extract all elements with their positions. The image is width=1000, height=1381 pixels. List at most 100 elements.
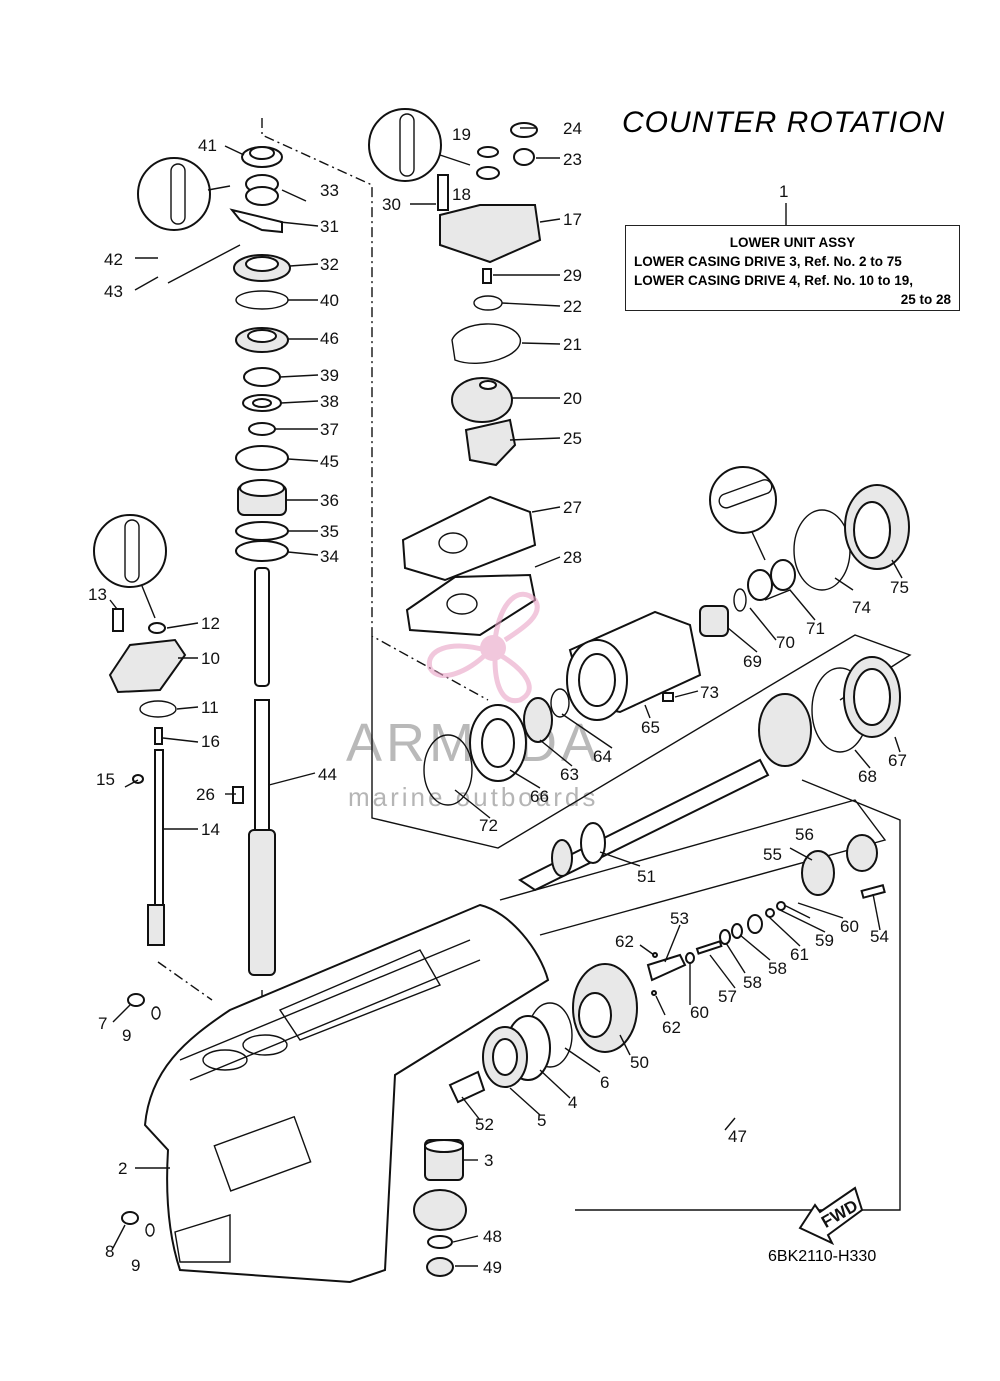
callout-16: 16 bbox=[201, 732, 220, 751]
callout-40: 40 bbox=[320, 291, 339, 310]
callout-28: 28 bbox=[563, 548, 582, 567]
callout-10: 10 bbox=[201, 649, 220, 668]
callout-22: 22 bbox=[563, 297, 582, 316]
shift-rod-group bbox=[108, 608, 187, 946]
callout-45: 45 bbox=[320, 452, 339, 471]
lower-unit-assy-box: LOWER UNIT ASSY LOWER CASING DRIVE 3, Re… bbox=[625, 225, 960, 311]
callout-69: 69 bbox=[743, 652, 762, 671]
callout-75: 75 bbox=[890, 578, 909, 597]
callout-67: 67 bbox=[888, 751, 907, 770]
assy-line-2: LOWER CASING DRIVE 4, Ref. No. 10 to 19, bbox=[634, 273, 914, 288]
callout-74: 74 bbox=[852, 598, 871, 617]
callout-63: 63 bbox=[560, 765, 579, 784]
callout-15: 15 bbox=[96, 770, 115, 789]
callout-60-left: 60 bbox=[690, 1003, 709, 1022]
callout-65: 65 bbox=[641, 718, 660, 737]
callout-38: 38 bbox=[320, 392, 339, 411]
callout-5: 5 bbox=[537, 1111, 546, 1130]
callout-7: 7 bbox=[98, 1014, 107, 1033]
page-title: COUNTER ROTATION bbox=[622, 106, 946, 139]
callout-59: 59 bbox=[815, 931, 834, 950]
callout-36: 36 bbox=[320, 491, 339, 510]
callout-46: 46 bbox=[320, 329, 339, 348]
callout-4: 4 bbox=[568, 1093, 577, 1112]
callout-49: 49 bbox=[483, 1258, 502, 1277]
callout-11: 11 bbox=[201, 698, 219, 717]
detail-circle-water-pump bbox=[368, 108, 471, 182]
callout-8: 8 bbox=[105, 1242, 114, 1261]
drive-shaft-stack bbox=[229, 146, 291, 976]
callout-20: 20 bbox=[563, 389, 582, 408]
callout-47: 47 bbox=[728, 1127, 747, 1146]
callout-37: 37 bbox=[320, 420, 339, 439]
callout-70: 70 bbox=[776, 633, 795, 652]
assy-line-3: 25 to 28 bbox=[900, 292, 951, 307]
callout-21: 21 bbox=[563, 335, 582, 354]
callout-58-right: 58 bbox=[768, 959, 787, 978]
assy-line-1: LOWER CASING DRIVE 3, Ref. No. 2 to 75 bbox=[634, 254, 902, 269]
diagram-code: 6BK2110-H330 bbox=[768, 1248, 877, 1265]
detail-circle-propshaft bbox=[709, 466, 777, 561]
callout-32: 32 bbox=[320, 255, 339, 274]
callout-57: 57 bbox=[718, 987, 737, 1006]
callout-48: 48 bbox=[483, 1227, 502, 1246]
callout-2: 2 bbox=[118, 1159, 127, 1178]
callout-31: 31 bbox=[320, 217, 339, 236]
callout-64: 64 bbox=[593, 747, 612, 766]
callout-66: 66 bbox=[530, 787, 549, 806]
callout-23: 23 bbox=[563, 150, 582, 169]
callout-35: 35 bbox=[320, 522, 339, 541]
callout-30: 30 bbox=[382, 195, 401, 214]
callout-18: 18 bbox=[452, 185, 471, 204]
callout-52: 52 bbox=[475, 1115, 494, 1134]
callout-1: 1 bbox=[779, 182, 788, 201]
callout-43: 43 bbox=[104, 282, 123, 301]
callout-14: 14 bbox=[201, 820, 220, 839]
detail-circle-top-left bbox=[137, 157, 231, 231]
water-pump-group bbox=[401, 122, 542, 637]
callout-39: 39 bbox=[320, 366, 339, 385]
callout-13: 13 bbox=[88, 585, 107, 604]
callout-58-left: 58 bbox=[743, 973, 762, 992]
callout-42: 42 bbox=[104, 250, 123, 269]
callout-56: 56 bbox=[795, 825, 814, 844]
lower-casing bbox=[121, 903, 550, 1284]
watermark-logo bbox=[426, 591, 540, 704]
callout-6: 6 bbox=[600, 1073, 609, 1092]
assy-title: LOWER UNIT ASSY bbox=[729, 235, 856, 250]
callout-73: 73 bbox=[700, 683, 719, 702]
callout-27: 27 bbox=[563, 498, 582, 517]
callout-60-right: 60 bbox=[840, 917, 859, 936]
callout-3: 3 bbox=[484, 1151, 493, 1170]
propshaft-housing-group bbox=[423, 484, 910, 806]
callout-54: 54 bbox=[870, 927, 889, 946]
callout-33: 33 bbox=[320, 181, 339, 200]
callout-55: 55 bbox=[763, 845, 782, 864]
callout-41: 41 bbox=[198, 136, 217, 155]
leader-lines bbox=[109, 127, 903, 1267]
callout-12: 12 bbox=[201, 614, 220, 633]
forward-gear-propshaft-group bbox=[413, 693, 886, 1277]
callout-9-bottom: 9 bbox=[131, 1256, 140, 1275]
callout-25: 25 bbox=[563, 429, 582, 448]
callout-26: 26 bbox=[196, 785, 215, 804]
callout-53: 53 bbox=[670, 909, 689, 928]
callout-72: 72 bbox=[479, 816, 498, 835]
callout-68: 68 bbox=[858, 767, 877, 786]
callout-61: 61 bbox=[790, 945, 809, 964]
callout-34: 34 bbox=[320, 547, 339, 566]
watermark-tagline: marine outboards bbox=[348, 782, 599, 812]
callout-19: 19 bbox=[452, 125, 471, 144]
callout-62-top: 62 bbox=[615, 932, 634, 951]
callout-29: 29 bbox=[563, 266, 582, 285]
fwd-arrow: FWD bbox=[798, 1186, 864, 1246]
callout-71: 71 bbox=[806, 619, 825, 638]
callout-51: 51 bbox=[637, 867, 656, 886]
detail-circle-shift bbox=[93, 514, 167, 619]
callout-9-top: 9 bbox=[122, 1026, 131, 1045]
callout-24: 24 bbox=[563, 119, 582, 138]
callout-17: 17 bbox=[563, 210, 582, 229]
callout-44: 44 bbox=[318, 765, 337, 784]
callout-50: 50 bbox=[630, 1053, 649, 1072]
